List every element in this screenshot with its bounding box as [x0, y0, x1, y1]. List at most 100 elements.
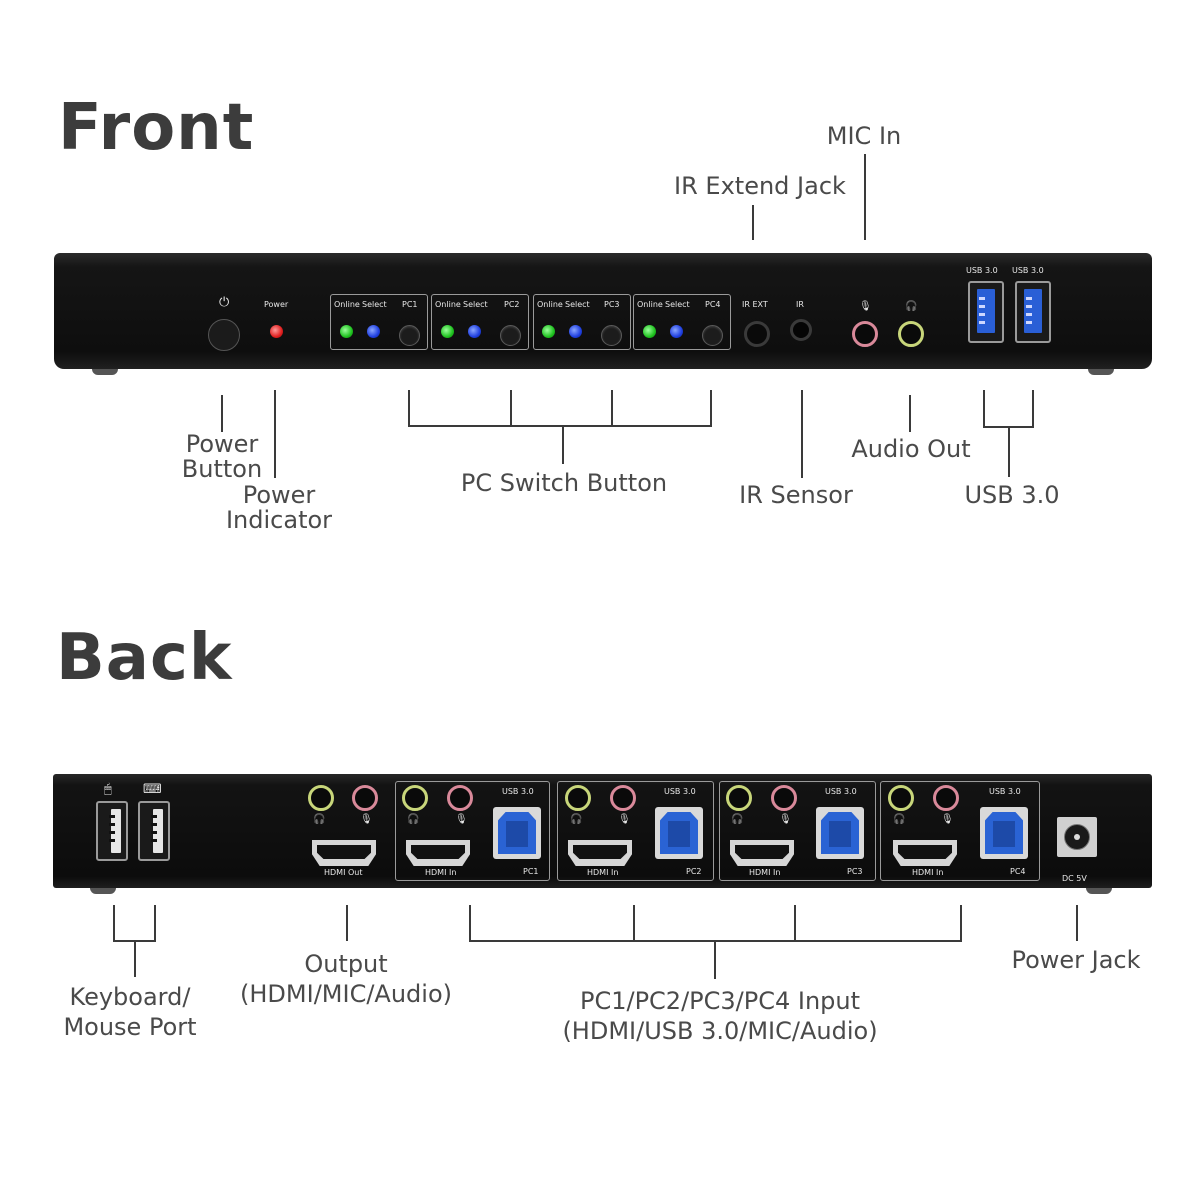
keyboard-usb-port[interactable]	[138, 801, 170, 861]
pc3-input-group	[719, 781, 876, 881]
mic-in-jack[interactable]	[852, 321, 878, 347]
audio-out-jack[interactable]	[898, 321, 924, 347]
select-led-4	[670, 325, 683, 338]
pc1-hdmi-in-label: HDMI In	[425, 868, 457, 877]
callout-pc-switch-button: PC Switch Button	[460, 469, 668, 497]
pc3-back-label: PC3	[847, 867, 863, 876]
bracket-kbd-2	[154, 905, 156, 941]
callout-pc-input: PC1/PC2/PC3/PC4 Input (HDMI/USB 3.0/MIC/…	[562, 987, 878, 1045]
callout-output: Output (HDMI/MIC/Audio)	[240, 950, 452, 1008]
pc4-switch-button[interactable]	[702, 325, 723, 346]
select-led-3	[569, 325, 582, 338]
pc4-audio-jack[interactable]	[888, 785, 914, 811]
power-led	[270, 325, 283, 338]
bracket-input-3	[794, 905, 796, 941]
online-led-4	[643, 325, 656, 338]
select-label-3: Select	[565, 300, 590, 309]
pc4-usb30-label: USB 3.0	[989, 787, 1021, 796]
output-audio-jack[interactable]	[308, 785, 334, 811]
leader-audio-out	[909, 395, 911, 432]
callout-power-indicator: Power Indicator	[225, 481, 333, 534]
power-led-label: Power	[264, 300, 289, 309]
bracket-pc-switch-bar	[408, 425, 712, 427]
pc3-hdmi-in-port[interactable]	[730, 840, 794, 866]
pc3-usb30-port[interactable]	[816, 807, 864, 859]
pc1-mic-jack[interactable]	[447, 785, 473, 811]
pc1-usb30-port[interactable]	[493, 807, 541, 859]
pc4-back-label: PC4	[1010, 867, 1026, 876]
power-icon: ⏻	[219, 295, 230, 310]
leader-mic-in	[864, 154, 866, 240]
pc1-label-front: PC1	[402, 300, 418, 309]
ir-label: IR	[796, 300, 804, 309]
headphone-icon: 🎧	[905, 301, 918, 312]
bracket-pc-switch-3	[611, 390, 613, 426]
headphone-icon: 🎧	[893, 814, 906, 825]
power-jack[interactable]	[1057, 817, 1097, 857]
select-led-2	[468, 325, 481, 338]
pc2-audio-jack[interactable]	[565, 785, 591, 811]
leader-pc-switch	[562, 426, 564, 464]
leader-power-button	[221, 395, 223, 432]
pc3-usb30-label: USB 3.0	[825, 787, 857, 796]
leader-output	[346, 905, 348, 941]
ir-ext-label: IR EXT	[742, 300, 768, 309]
pc3-label-front: PC3	[604, 300, 620, 309]
pc1-usb30-label: USB 3.0	[502, 787, 534, 796]
pc2-switch-button[interactable]	[500, 325, 521, 346]
pc1-switch-button[interactable]	[399, 325, 420, 346]
pc4-hdmi-in-port[interactable]	[893, 840, 957, 866]
online-led-2	[441, 325, 454, 338]
pc3-switch-button[interactable]	[601, 325, 622, 346]
leader-usb-30	[1008, 427, 1010, 477]
bracket-pc-switch-1	[408, 390, 410, 426]
ir-sensor	[790, 319, 812, 341]
pc4-switch-group	[633, 294, 731, 350]
pc3-hdmi-in-label: HDMI In	[749, 868, 781, 877]
pc1-switch-group	[330, 294, 428, 350]
pc2-usb30-port[interactable]	[655, 807, 703, 859]
pc2-hdmi-in-port[interactable]	[568, 840, 632, 866]
microphone-icon: 🎙	[455, 814, 468, 825]
pc4-mic-jack[interactable]	[933, 785, 959, 811]
bracket-input-1	[469, 905, 471, 941]
power-button[interactable]	[208, 319, 240, 351]
headphone-icon: 🎧	[407, 814, 420, 825]
usb30-port-front-2[interactable]	[1015, 281, 1051, 343]
front-foot-right	[1088, 369, 1114, 375]
bracket-usb-2	[1032, 390, 1034, 427]
usb30-label-front-2: USB 3.0	[1012, 266, 1044, 275]
select-label-4: Select	[665, 300, 690, 309]
pc1-hdmi-in-port[interactable]	[406, 840, 470, 866]
leader-power-indicator	[274, 390, 276, 478]
mouse-usb-port[interactable]	[96, 801, 128, 861]
pc1-audio-jack[interactable]	[402, 785, 428, 811]
pc3-audio-jack[interactable]	[726, 785, 752, 811]
output-mic-jack[interactable]	[352, 785, 378, 811]
callout-audio-out: Audio Out	[851, 435, 971, 463]
callout-ir-sensor: IR Sensor	[739, 481, 853, 509]
leader-input	[714, 941, 716, 979]
pc4-hdmi-in-label: HDMI In	[912, 868, 944, 877]
headphone-icon: 🎧	[570, 814, 583, 825]
microphone-icon: 🎙	[941, 814, 954, 825]
usb30-port-front-1[interactable]	[968, 281, 1004, 343]
back-foot-right	[1086, 888, 1112, 894]
callout-keyboard-mouse-port: Keyboard/ Mouse Port	[63, 983, 197, 1041]
callout-usb-30: USB 3.0	[964, 481, 1060, 509]
hdmi-out-port[interactable]	[312, 840, 376, 866]
online-label-1: Online	[334, 300, 360, 309]
bracket-input-4	[960, 905, 962, 941]
pc4-usb30-port[interactable]	[980, 807, 1028, 859]
online-label-4: Online	[637, 300, 663, 309]
pc3-mic-jack[interactable]	[771, 785, 797, 811]
ir-extend-jack[interactable]	[744, 321, 770, 347]
pc1-back-label: PC1	[523, 867, 539, 876]
pc2-mic-jack[interactable]	[610, 785, 636, 811]
callout-power-button: Power Button	[181, 430, 263, 483]
hdmi-out-label: HDMI Out	[324, 868, 363, 877]
leader-power-jack	[1076, 905, 1078, 941]
pc4-label-front: PC4	[705, 300, 721, 309]
leader-ir-sensor	[801, 390, 803, 478]
microphone-icon: 🎙	[618, 814, 631, 825]
